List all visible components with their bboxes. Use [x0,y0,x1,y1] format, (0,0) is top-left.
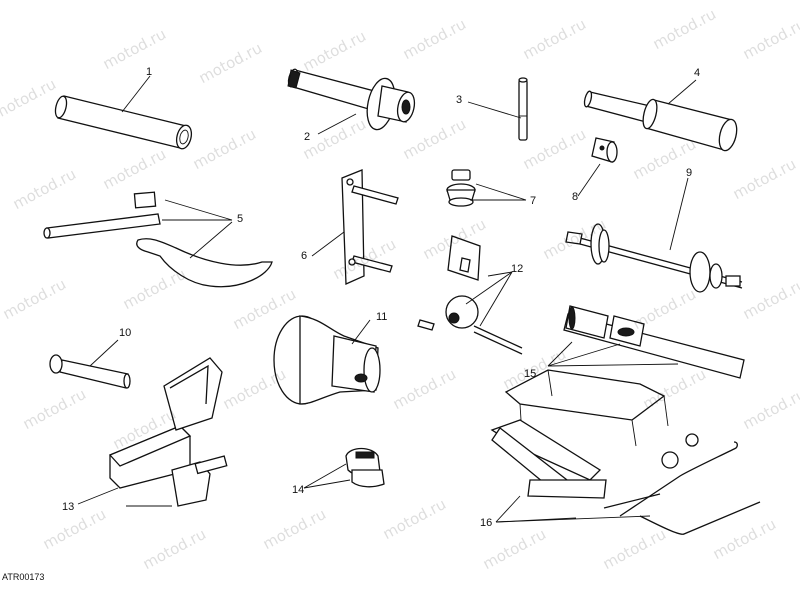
tool-13-case [77,357,228,507]
tool-10-drift [49,339,131,389]
tool-7-adapter [446,169,527,207]
tool-6-stud-plate [311,169,399,285]
callout-9: 9 [686,167,693,179]
tool-1-bar [54,75,193,150]
tool-2-shaft-flange [287,68,416,135]
tool-4-stepped-cylinder [583,79,738,152]
callout-14: 14 [292,484,305,496]
callout-8: 8 [572,191,579,203]
tool-9-puller [565,177,743,293]
callout-13: 13 [62,501,75,513]
tool-5-hook-spanner [43,191,273,288]
callout-4: 4 [694,67,701,79]
callout-15: 15 [524,368,537,380]
callout-5: 5 [237,213,244,225]
callout-2: 2 [304,131,311,143]
diagram-code: ATR00173 [2,572,45,582]
tool-14-collars [303,447,385,489]
callout-3: 3 [456,94,463,106]
tool-8-bush [577,137,618,197]
callout-7: 7 [530,195,537,207]
callout-12: 12 [511,263,524,275]
callout-1: 1 [146,66,153,78]
callout-10: 10 [119,327,132,339]
tool-12-kit [417,235,523,355]
callout-11: 11 [376,311,388,323]
callout-16: 16 [480,517,493,529]
tool-15-pusher [547,305,745,379]
tool-3-pin [467,77,528,141]
callout-6: 6 [301,250,308,262]
tool-11-bell [273,315,381,405]
tool-16-stand-jack [490,369,761,535]
